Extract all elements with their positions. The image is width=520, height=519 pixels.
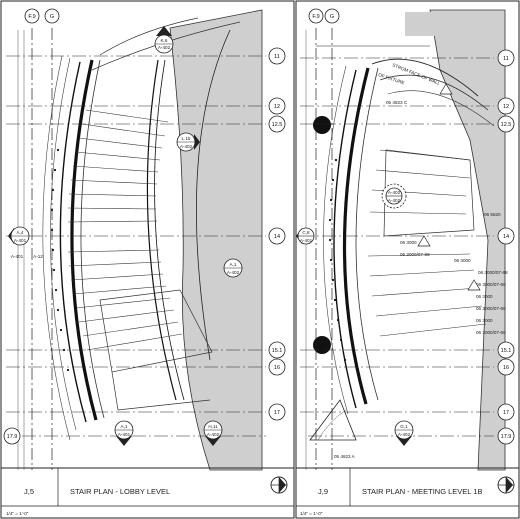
note-r5: 06 3000/07-68 bbox=[476, 306, 506, 311]
note-r0: 06 6820 bbox=[484, 212, 501, 217]
r-grid-label-15-1: 15.1 bbox=[501, 348, 512, 354]
note-r3: 06 3000/07-68 bbox=[476, 282, 506, 287]
note-bottom: 05 4823 A bbox=[334, 454, 356, 459]
svg-text:A-402: A-402 bbox=[158, 45, 171, 50]
north-arrow-icon-right bbox=[497, 476, 515, 494]
r-grid-label-12: 12 bbox=[503, 104, 509, 110]
section-tag-a1-bottom: A,1 A-401 bbox=[114, 420, 134, 446]
svg-text:K,6: K,6 bbox=[161, 38, 168, 43]
svg-text:L.15: L.15 bbox=[182, 136, 191, 141]
svg-text:A,4: A,4 bbox=[17, 230, 24, 235]
right-plan: F.9 G 11 12 12.5 14 15.1 16 17 17.9 STRO… bbox=[295, 0, 520, 519]
grid-label-17: 17 bbox=[274, 410, 280, 416]
r-grid-label-f9: F.9 bbox=[312, 14, 319, 20]
left-title-text: STAIR PLAN - LOBBY LEVEL bbox=[70, 487, 170, 496]
r-section-tag-c8: C,8 A-401 bbox=[296, 227, 315, 245]
r-grid-label-14: 14 bbox=[503, 234, 509, 240]
right-scale: 1/4" = 1'-0" bbox=[300, 511, 323, 516]
note-r9: 06 3000/07-68 bbox=[400, 252, 430, 257]
section-tag-a1-right: A,1 A-402 bbox=[223, 258, 243, 278]
note-r4: 06 3000 bbox=[476, 294, 493, 299]
left-scale: 1/4" = 1'-0" bbox=[6, 511, 29, 516]
note-top: 05 4823 C bbox=[386, 100, 408, 105]
left-title-number: J,5 bbox=[24, 487, 34, 496]
fixture-note: OF FIXTURE bbox=[378, 72, 406, 85]
grid-label-12: 12 bbox=[274, 104, 280, 110]
side-note: A-12 bbox=[33, 254, 43, 259]
svg-text:A-402: A-402 bbox=[388, 190, 401, 195]
grid-label-15-1: 15.1 bbox=[272, 348, 283, 354]
svg-text:A,1: A,1 bbox=[230, 262, 237, 267]
grid-label-11: 11 bbox=[274, 54, 280, 60]
grid-bubble-f9 bbox=[24, 8, 40, 24]
svg-text:A-402: A-402 bbox=[180, 144, 193, 149]
note-r7: 06 3000/07-68 bbox=[476, 330, 506, 335]
column-lower bbox=[313, 336, 331, 354]
svg-text:G,1: G,1 bbox=[400, 424, 408, 429]
svg-text:A-402: A-402 bbox=[207, 432, 220, 437]
grid-label-g: G bbox=[50, 14, 54, 20]
svg-text:H,11: H,11 bbox=[208, 424, 218, 429]
north-arrow-icon bbox=[270, 476, 288, 494]
note-r2: 06 3000/07-68 bbox=[478, 270, 508, 275]
svg-text:A-402: A-402 bbox=[227, 270, 240, 275]
note-r1: 06 3000 bbox=[454, 258, 471, 263]
grid-label-f9: F.9 bbox=[28, 14, 35, 20]
grid-label-16: 16 bbox=[274, 365, 280, 371]
svg-text:A-401: A-401 bbox=[14, 238, 27, 243]
right-title-number: J,9 bbox=[318, 487, 328, 496]
svg-text:A-401: A-401 bbox=[118, 432, 131, 437]
svg-text:A-402: A-402 bbox=[398, 432, 411, 437]
grid-label-17-9: 17.9 bbox=[7, 434, 18, 440]
svg-text:A,1: A,1 bbox=[121, 424, 128, 429]
r-grid-label-16: 16 bbox=[503, 365, 509, 371]
r-grid-label-17: 17 bbox=[503, 410, 509, 416]
r-grid-label-g: G bbox=[330, 14, 334, 20]
grid-label-12-5: 12.5 bbox=[272, 122, 283, 128]
column-upper bbox=[313, 116, 331, 134]
r-section-tag-a402: A-402 A-402 bbox=[381, 183, 407, 209]
side-sheet-label: A-401 bbox=[11, 254, 24, 259]
right-title-text: STAIR PLAN - MEETING LEVEL 1B bbox=[362, 487, 482, 496]
note-r8: 06 3000 bbox=[400, 240, 417, 245]
r-grid-label-12-5: 12.5 bbox=[501, 122, 512, 128]
grid-label-14: 14 bbox=[274, 234, 280, 240]
section-tag-k6: K,6 A-402 bbox=[154, 26, 174, 54]
section-tag-a4: A,4 A-401 bbox=[8, 226, 30, 246]
r-grid-label-11: 11 bbox=[503, 56, 509, 62]
svg-text:C,8: C,8 bbox=[302, 230, 310, 235]
r-section-tag-g1: G,1 A-402 bbox=[394, 420, 414, 446]
svg-text:A-401: A-401 bbox=[300, 238, 313, 243]
section-tag-h11: H,11 A-402 bbox=[203, 420, 223, 446]
r-grid-label-17-9: 17.9 bbox=[501, 434, 512, 440]
grid-bubble-g bbox=[44, 8, 60, 24]
svg-text:A-402: A-402 bbox=[388, 198, 401, 203]
note-r6: 06 3000 bbox=[476, 318, 493, 323]
section-tag-l15: L.15 A-402 bbox=[176, 132, 200, 152]
left-plan: F.9 G 11 12 12.5 14 15.1 16 17 17.9 K,6 … bbox=[0, 0, 295, 519]
